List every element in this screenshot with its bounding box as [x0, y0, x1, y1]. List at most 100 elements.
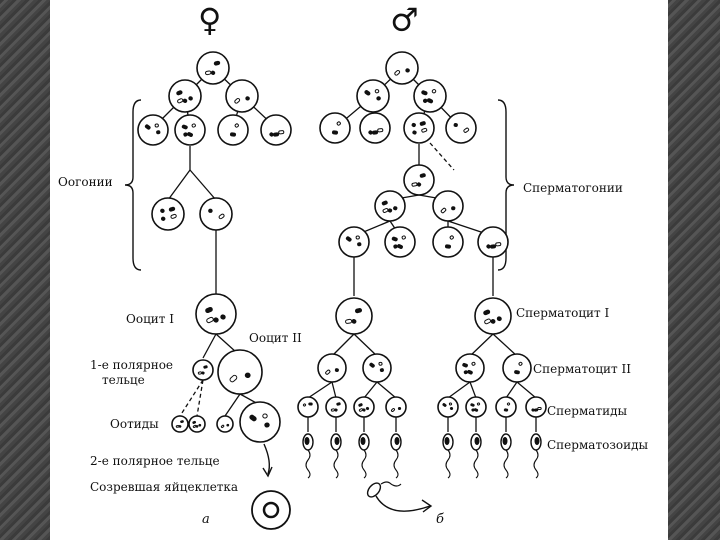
- chromosome: [244, 372, 251, 379]
- chromosome: [394, 69, 401, 76]
- oogonium-cell: [174, 114, 206, 146]
- chromosome: [471, 408, 475, 412]
- chromosome: [377, 128, 384, 133]
- chromosome: [449, 406, 454, 411]
- ootid-cell: [188, 415, 206, 433]
- chromosome: [220, 424, 225, 429]
- chromosome: [422, 98, 428, 103]
- oogonia-brace: [124, 99, 142, 271]
- chromosome: [144, 124, 151, 130]
- chromosome: [442, 403, 447, 407]
- sperm-nucleus: [474, 437, 480, 445]
- chromosome: [419, 173, 426, 178]
- chromosome: [376, 96, 381, 101]
- sperm-nucleus: [360, 437, 366, 445]
- diagram-panel: ♀ ♂ Оогонии Сперматогонии Ооцит I Ооцит …: [50, 0, 668, 540]
- spermatogonium-cell: [432, 226, 464, 258]
- chromosome: [405, 68, 410, 73]
- chromosome: [210, 70, 216, 75]
- ootid-cell: [239, 401, 281, 443]
- chromosome: [197, 371, 203, 375]
- spermatocyte-2-cell: [362, 353, 392, 383]
- spermatocyte-1-cell: [335, 297, 373, 335]
- chromosome: [411, 122, 416, 128]
- chromosome: [181, 124, 188, 130]
- connector-line: [469, 333, 494, 357]
- spermatid-cell: [325, 396, 347, 418]
- chromosome: [330, 408, 336, 412]
- female-symbol: ♀: [198, 1, 222, 39]
- chromosome: [426, 98, 434, 104]
- oogonium-cell: [168, 79, 202, 113]
- chromosome: [486, 244, 491, 249]
- spermatogonium-cell: [477, 226, 509, 258]
- chromosome: [421, 90, 428, 96]
- connector-line: [516, 381, 537, 399]
- arrow-head: [421, 499, 433, 513]
- chromosome: [462, 362, 468, 368]
- chromosome: [351, 319, 357, 324]
- chromosome: [419, 121, 426, 126]
- spermatocyte-1-cell: [474, 297, 512, 335]
- chromosome: [379, 368, 384, 373]
- connector-line: [429, 142, 455, 171]
- oogonium-cell: [151, 197, 185, 231]
- chromosome: [183, 132, 188, 137]
- chromosome: [476, 402, 481, 406]
- connector-line: [215, 333, 237, 353]
- chromosome: [213, 317, 219, 323]
- chromosome: [357, 242, 362, 247]
- sperm-nucleus: [304, 437, 310, 445]
- spermatogonium-cell: [445, 112, 477, 144]
- chromosome: [160, 216, 166, 221]
- spermatogonium-cell: [356, 79, 390, 113]
- spermatid-cell: [297, 396, 319, 418]
- spermatogonium-cell: [384, 226, 416, 258]
- chromosome: [451, 206, 456, 211]
- sperm-tail: [333, 449, 339, 479]
- chromosome: [234, 123, 239, 128]
- chromosome: [336, 121, 341, 126]
- chromosome: [177, 98, 184, 104]
- chromosome: [234, 97, 241, 104]
- left-frame: [0, 0, 50, 540]
- chromosome: [471, 361, 476, 366]
- chromosome: [213, 60, 221, 66]
- spermatid-cell: [353, 396, 375, 418]
- chromosome: [160, 208, 165, 213]
- chromosome: [334, 368, 339, 373]
- chromosome: [369, 362, 375, 368]
- connector-line: [202, 333, 217, 359]
- connector-line: [331, 333, 355, 357]
- chromosome: [229, 374, 238, 383]
- spermatid-cell: [525, 396, 547, 418]
- chromosome: [421, 127, 428, 133]
- chromosome: [390, 408, 396, 412]
- sublabel-a: а: [202, 512, 210, 527]
- chromosome: [463, 127, 470, 133]
- spermatocyte-2-cell: [317, 353, 347, 383]
- spermatogonium-cell: [374, 190, 406, 222]
- chromosome: [401, 235, 406, 240]
- chromosome: [537, 406, 542, 411]
- gametogenesis-diagram: [124, 51, 547, 530]
- chromosome: [495, 242, 502, 247]
- oogonium-cell: [199, 197, 233, 231]
- sperm-tail: [503, 449, 509, 479]
- chromosome: [278, 130, 285, 135]
- chromosome: [533, 408, 539, 412]
- sperm-tail: [445, 449, 451, 479]
- chromosome: [381, 200, 388, 206]
- chromosome: [308, 402, 313, 406]
- chromosome: [531, 408, 535, 412]
- sperm-tail-free: [380, 481, 402, 487]
- chromosome: [467, 369, 473, 375]
- label-polar-body-1-line1: 1-е полярное: [90, 358, 174, 372]
- spermatid-cell: [465, 396, 487, 418]
- sperm-nucleus: [534, 437, 540, 445]
- mature-egg-nucleus: [262, 501, 280, 519]
- chromosome: [444, 244, 452, 249]
- spermatogonium-cell: [338, 226, 370, 258]
- label-spermatozoa: Сперматозоиды: [547, 438, 649, 452]
- connector-line: [505, 381, 518, 399]
